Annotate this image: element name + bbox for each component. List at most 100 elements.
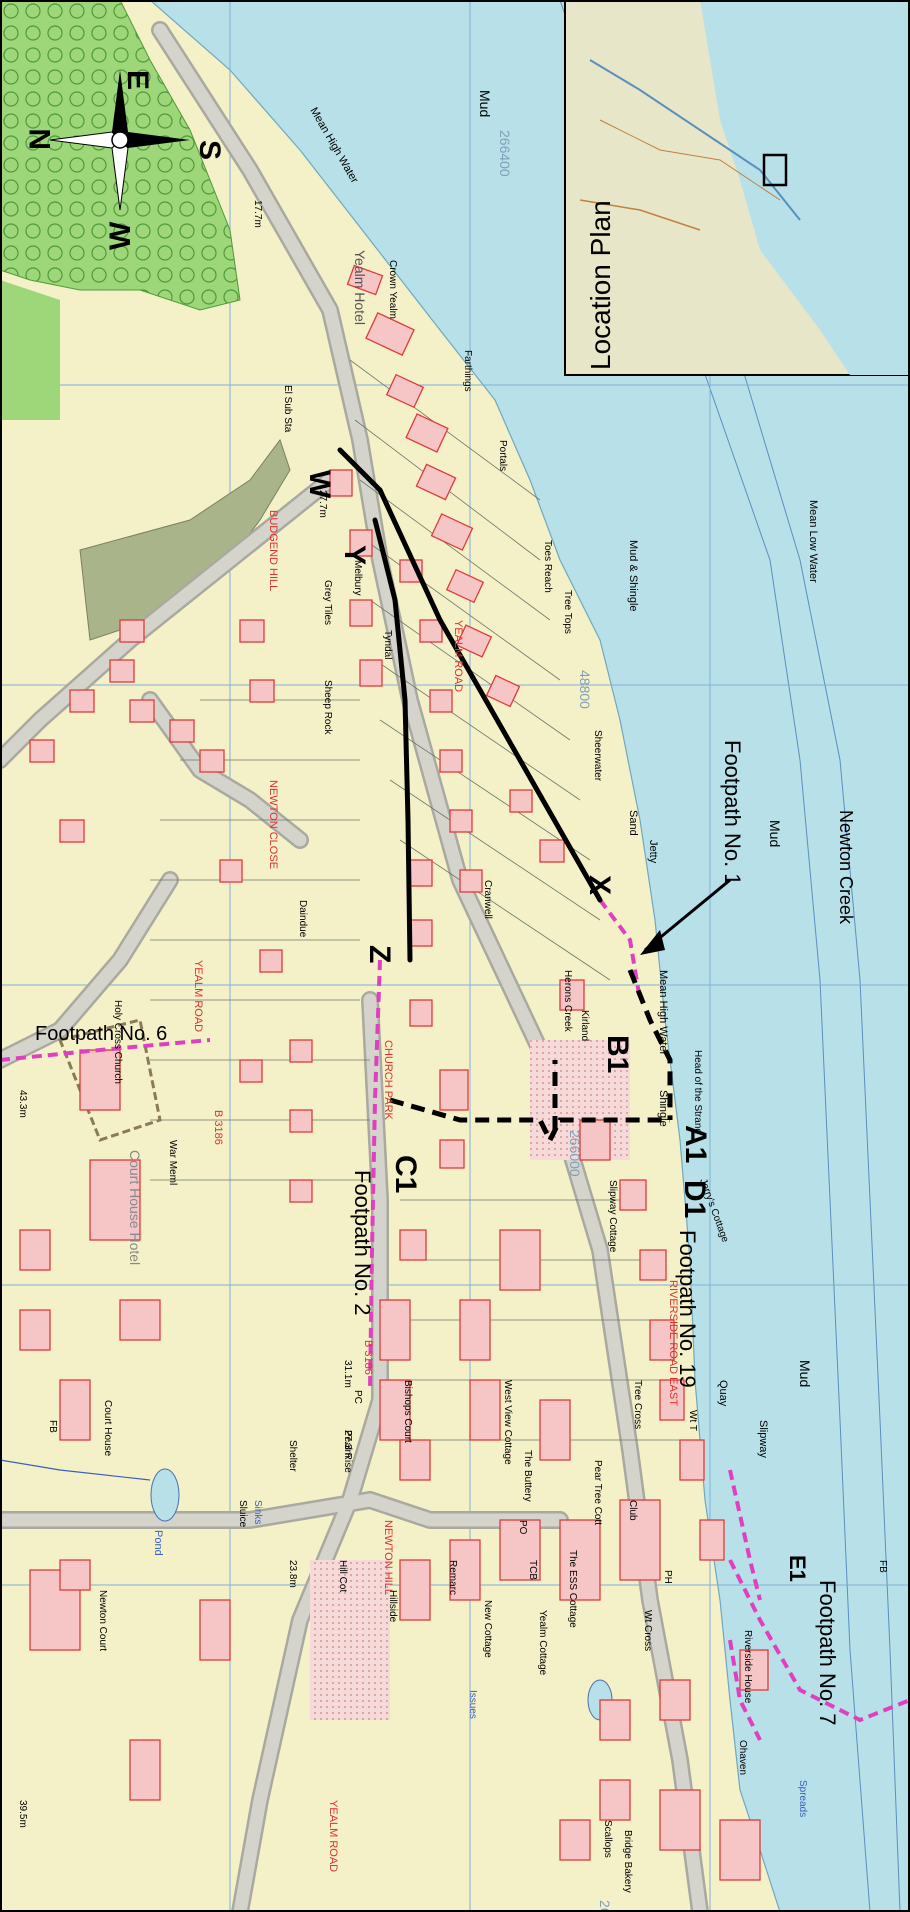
place-ph: PH xyxy=(662,1570,673,1584)
label-mhw: Mean High Water xyxy=(657,970,669,1056)
inset-road xyxy=(579,199,701,231)
place-herons-creek: Herons Creek xyxy=(562,970,573,1033)
place-sinks: Sinks xyxy=(252,1500,263,1524)
place-wt-cross: Wt Cross xyxy=(642,1610,653,1651)
point-b1: B1 xyxy=(601,1035,634,1073)
place-yealm-hotel: Yealm Hotel xyxy=(352,250,368,325)
place-farthings: Farthings xyxy=(462,350,473,392)
place-fb2: FB xyxy=(877,1560,888,1573)
inset-road-2 xyxy=(599,119,781,201)
place-sheep-rock: Sheep Rock xyxy=(322,680,333,735)
place-court-house-hotel: Court House Hotel xyxy=(127,1150,143,1265)
place-spreads: Spreads xyxy=(797,1780,808,1817)
route-solid xyxy=(337,447,603,963)
label-pond: Pond xyxy=(152,1530,164,1556)
road-newton-close: NEWTON CLOSE xyxy=(267,780,279,869)
height-7: 39.5m xyxy=(17,1800,28,1828)
label-mud-shingle: Mud & Shingle xyxy=(627,540,639,612)
place-newton-court: Newton Court xyxy=(97,1590,108,1651)
height-1: 17.7m xyxy=(252,200,263,228)
place-scallops: Scallops xyxy=(602,1820,613,1858)
road-yealm-road: YEALM ROAD xyxy=(452,620,464,692)
compass-e: E xyxy=(121,70,154,90)
point-a1: A1 xyxy=(679,1125,712,1163)
inset-sea xyxy=(700,0,910,375)
inset-title: Location Plan xyxy=(585,200,616,370)
place-toes-reach: Toes Reach xyxy=(542,540,553,593)
road-yealm-road-3: YEALM ROAD xyxy=(192,960,204,1032)
place-fb: FB xyxy=(47,1420,58,1433)
place-peal-rise: Peal Rise xyxy=(342,1430,353,1473)
road-church-park: CHURCH PARK xyxy=(382,1040,394,1121)
footpath-6-label: Footpath No. 6 xyxy=(35,1023,167,1045)
label-mud-1: Mud xyxy=(767,820,783,847)
footpath-1-label: Footpath No. 1 xyxy=(720,740,745,886)
place-grey-tiles: Grey Tiles xyxy=(322,580,333,625)
location-inset[interactable] xyxy=(564,0,910,376)
footpath-7-label: Footpath No. 7 xyxy=(815,1580,840,1726)
place-the-ess: The ESS Cottage xyxy=(567,1550,578,1628)
place-sluice: Sluice xyxy=(237,1500,248,1528)
buildings xyxy=(19,264,769,1881)
place-ohaven: Ohaven xyxy=(737,1740,748,1775)
place-bishops-court: Bishops Court xyxy=(402,1380,413,1443)
point-e1: E1 xyxy=(785,1555,810,1582)
label-newton-creek: Newton Creek xyxy=(836,810,856,925)
label-sand: Sand xyxy=(627,810,639,836)
inset-marker xyxy=(762,153,788,187)
place-riverside-house: Riverside House xyxy=(742,1630,753,1704)
compass-n: N xyxy=(24,128,57,150)
place-slipway-cottage: Slipway Cottage xyxy=(607,1180,618,1253)
place-crown-yealm: Crown Yealm xyxy=(387,260,398,319)
place-pear-tree: Pear Tree Cott xyxy=(592,1460,603,1525)
height-2: 27.7m xyxy=(317,490,328,518)
height-4: 31.1m xyxy=(342,1360,353,1388)
place-po: PO xyxy=(517,1520,528,1535)
inset-river xyxy=(589,59,801,221)
arrow-head xyxy=(640,930,665,955)
road-budgend-hill: BUDGEND HILL xyxy=(267,510,279,591)
label-jetty: Jetty xyxy=(647,840,659,864)
stream xyxy=(0,1459,151,1481)
place-el-sub: El Sub Sta xyxy=(282,385,293,433)
place-west-view: West View Cottage xyxy=(502,1380,513,1465)
place-the-buttery: The Buttery xyxy=(522,1450,533,1502)
place-sheerwater: Sheerwater xyxy=(592,730,603,782)
grid-label-3: 266000 xyxy=(567,1130,583,1177)
compass-rose xyxy=(49,70,190,211)
point-c1: C1 xyxy=(389,1155,422,1193)
compass-s: S xyxy=(193,140,226,160)
place-tree-cross: Tree Cross xyxy=(632,1380,643,1429)
footpath-2-label: Footpath No. 2 xyxy=(350,1170,375,1316)
woodland-strip xyxy=(0,280,60,420)
compass-w: W xyxy=(104,221,137,250)
label-slipway: Slipway xyxy=(757,1420,769,1458)
place-daindue: Daindue xyxy=(297,900,308,938)
place-portals: Portals xyxy=(497,440,508,471)
road-b3186-b: B 3186 xyxy=(362,1340,374,1375)
dotted-area-2 xyxy=(310,1560,390,1720)
place-hill-cot: Hill Cot xyxy=(337,1560,348,1592)
place-tree-tops: Tree Tops xyxy=(562,590,573,634)
place-bridge-bakery: Bridge Bakery xyxy=(622,1830,633,1893)
place-holy-cross: Holy Cross Church xyxy=(112,1000,123,1084)
place-court-house: Court House xyxy=(102,1400,113,1457)
label-mlw: Mean Low Water xyxy=(807,500,819,583)
place-wt: Wt T xyxy=(687,1410,698,1431)
place-club: Club xyxy=(627,1500,638,1521)
place-tcb: TCB xyxy=(527,1560,538,1580)
label-mud-3: Mud xyxy=(797,1360,813,1387)
place-head-of-strand: Head of the Strand xyxy=(692,1050,703,1134)
property-boundaries xyxy=(150,359,680,1441)
grid-label-1: 266400 xyxy=(497,130,513,177)
label-quay: Quay xyxy=(717,1380,729,1407)
road-yealm-road-2: YEALM ROAD xyxy=(327,1800,339,1872)
road-newton-hill: NEWTON HILL xyxy=(382,1520,394,1595)
height-3: 43.3m xyxy=(17,1090,28,1118)
road-b3186: B 3186 xyxy=(212,1110,224,1145)
place-shelter: Shelter xyxy=(287,1440,298,1472)
grid-label-2: 48800 xyxy=(577,670,593,709)
place-kirland: Kirland xyxy=(579,1010,590,1041)
